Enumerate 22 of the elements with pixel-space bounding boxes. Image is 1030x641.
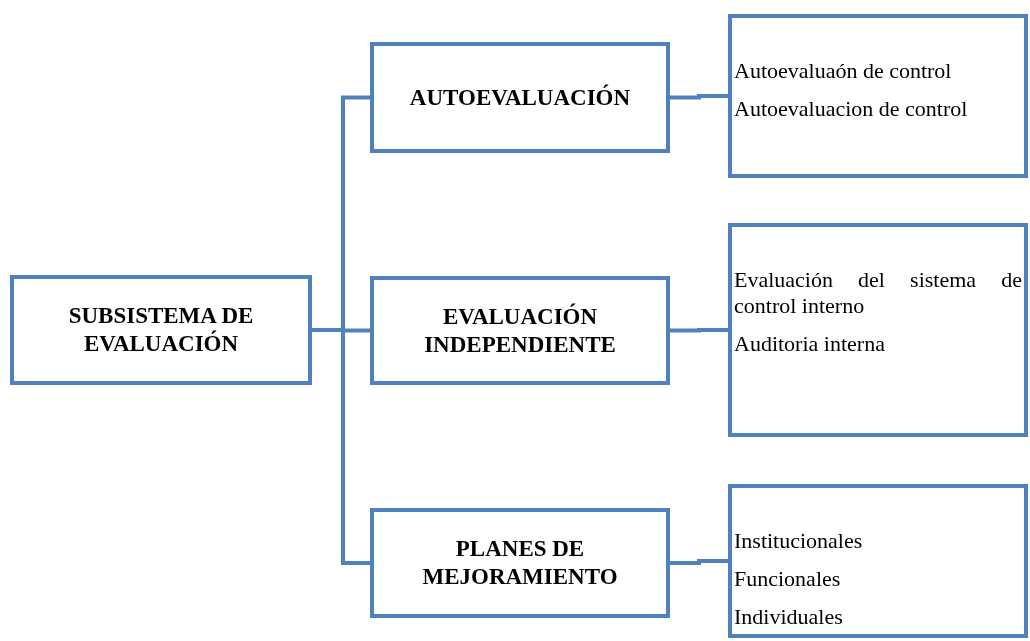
process-box [370,276,670,385]
list-item: Institucionales [734,528,863,554]
list-item: Individuales [734,604,843,630]
process-box [370,42,670,153]
box-title: AUTOEVALUACIÓN [409,83,631,112]
box-title: EVALUACIÓN INDEPENDIENTE [423,302,617,359]
connector-line [670,559,728,565]
process-box [10,275,312,385]
box-title: PLANES DE MEJORAMIENTO [421,535,619,591]
connector-line [670,328,728,333]
list-box [728,223,1028,437]
process-box [370,508,670,618]
connector-line [670,94,728,100]
list-box [728,484,1028,638]
connector-line [312,328,370,565]
list-item: Autoevaluacion de control [734,96,968,122]
box-title: SUBSISTEMA DE EVALUACIÓN [67,302,255,358]
list-item: Evaluación del sistema de control interno [734,267,1022,319]
list-item: Funcionales [734,566,841,592]
list-item: Auditoria interna [734,331,885,357]
list-item: Autoevaluaón de control [734,58,952,84]
list-box [728,14,1028,178]
